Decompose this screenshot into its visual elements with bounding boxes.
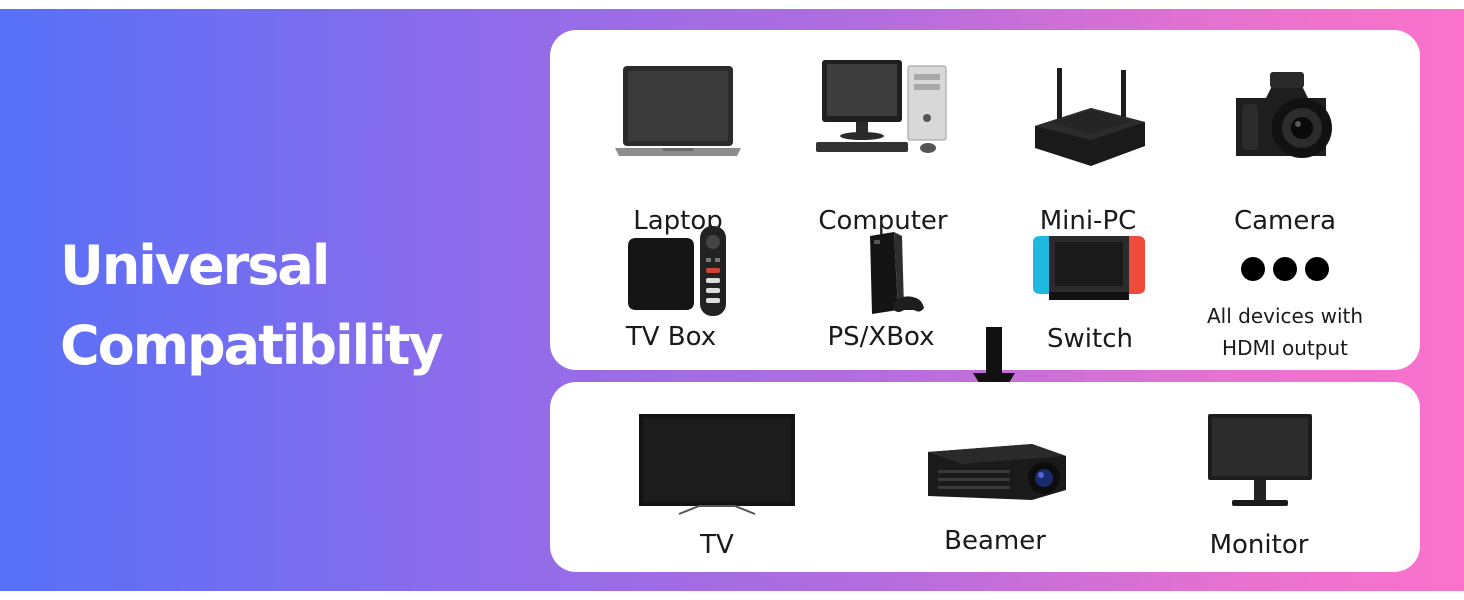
tv-icon bbox=[639, 414, 795, 515]
source-item-tv-box: TV Box bbox=[576, 224, 766, 364]
computer-label: Computer bbox=[818, 206, 948, 236]
source-item-more-devices: All devices with HDMI output bbox=[1190, 254, 1380, 364]
source-item-computer: Computer bbox=[788, 56, 978, 250]
source-item-mini-pc: Mini-PC bbox=[993, 60, 1183, 250]
switch-console-icon bbox=[1033, 236, 1145, 300]
source-item-switch: Switch bbox=[995, 236, 1185, 364]
tv-label: TV bbox=[700, 530, 734, 560]
tv-box-label: TV Box bbox=[625, 322, 717, 352]
projector-icon bbox=[928, 444, 1066, 500]
tv-box-icon bbox=[628, 226, 726, 316]
switch-label: Switch bbox=[1047, 324, 1133, 354]
monitor-label: Monitor bbox=[1209, 530, 1309, 560]
beamer-label: Beamer bbox=[944, 526, 1046, 556]
camera-label: Camera bbox=[1233, 206, 1337, 236]
output-item-tv: TV bbox=[622, 412, 812, 572]
desktop-computer-icon bbox=[816, 60, 947, 153]
more-devices-label: All devices with HDMI output bbox=[1206, 304, 1364, 360]
camera-icon bbox=[1236, 72, 1332, 158]
mini-pc-label: Mini-PC bbox=[1039, 206, 1137, 236]
headline-line-2: Compatibility bbox=[60, 314, 444, 377]
game-console-icon bbox=[870, 232, 924, 314]
headline: Universal Compatibility bbox=[60, 226, 444, 386]
source-devices-panel: Laptop Computer Mini-PC bbox=[550, 30, 1420, 370]
output-item-beamer: Beamer bbox=[900, 436, 1090, 572]
source-item-camera: Camera bbox=[1190, 60, 1380, 250]
more-dots-icon bbox=[1241, 257, 1329, 281]
ps-xbox-label: PS/XBox bbox=[827, 322, 935, 352]
monitor-icon bbox=[1208, 414, 1312, 506]
output-devices-panel: TV Beamer Monitor bbox=[550, 382, 1420, 572]
mini-pc-icon bbox=[1035, 68, 1145, 166]
source-item-ps-xbox: PS/XBox bbox=[786, 230, 976, 364]
laptop-icon bbox=[615, 66, 741, 156]
headline-line-1: Universal bbox=[60, 234, 330, 297]
output-item-monitor: Monitor bbox=[1164, 412, 1354, 572]
source-item-laptop: Laptop bbox=[583, 60, 773, 250]
